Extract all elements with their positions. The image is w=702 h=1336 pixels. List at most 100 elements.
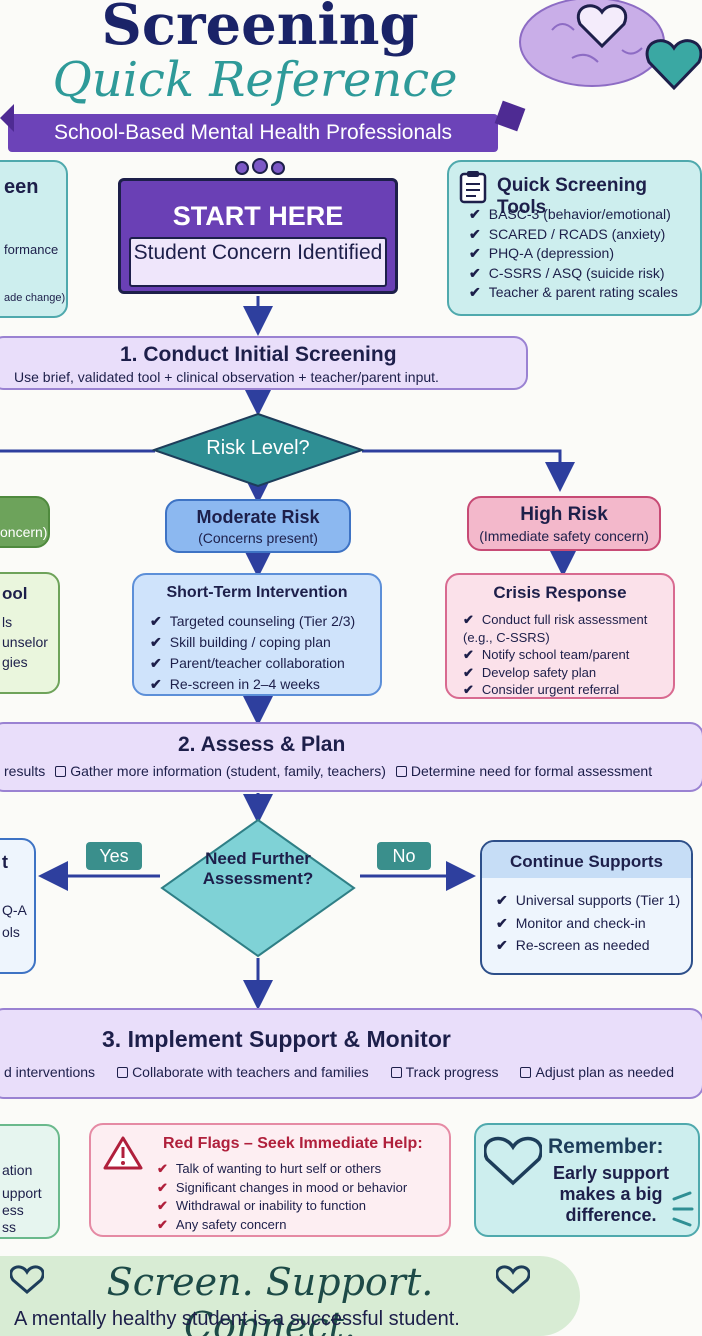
step1-box: 1. Conduct Initial Screening Use brief, … xyxy=(0,336,528,390)
emphasis-marks-icon xyxy=(672,1191,694,1227)
page-subtitle: Quick Reference xyxy=(52,52,458,108)
step2-item: Gather more information (student, family… xyxy=(70,763,386,779)
warning-icon xyxy=(103,1136,143,1170)
ribbon-banner: School-Based Mental Health Professionals xyxy=(8,114,498,152)
tools-item: SCARED / RCADS (anxiety) xyxy=(469,225,678,245)
remember-box: Remember: Early support makes a big diff… xyxy=(474,1123,700,1237)
moderate-risk-title: Moderate Risk xyxy=(196,507,320,527)
heart-icon xyxy=(484,1136,542,1186)
step2-item: Determine need for formal assessment xyxy=(410,763,653,779)
step3-items: d interventions Collaborate with teachers… xyxy=(4,1064,674,1080)
short-term-intervention-box: Short-Term Intervention Targeted counsel… xyxy=(132,573,382,696)
step2-item: results xyxy=(4,763,46,779)
footer-band xyxy=(0,1256,580,1336)
start-here-label: START HERE xyxy=(172,201,344,231)
school-supports-list: ls unselor gies xyxy=(2,612,48,672)
footer-tagline: A mentally healthy student is a successf… xyxy=(14,1308,460,1330)
tools-item: BASC-3 (behavior/emotional) xyxy=(469,205,678,225)
step3-box: 3. Implement Support & Monitor d interve… xyxy=(0,1008,702,1099)
arrow-risk-to-high xyxy=(362,449,575,492)
continue-supports-item: Universal supports (Tier 1) xyxy=(496,889,680,912)
short-term-item: Parent/teacher collaboration xyxy=(150,653,355,674)
wellness-line: ss xyxy=(2,1219,16,1235)
footer-slogan: Screen. Support. Connect. xyxy=(106,1260,434,1336)
continue-supports-title: Continue Supports xyxy=(510,852,663,871)
step3-item: Track progress xyxy=(405,1064,499,1080)
footer-heart-left-icon xyxy=(10,1265,44,1294)
start-here-sub: Student Concern Identified xyxy=(129,237,387,287)
tools-item: PHQ-A (depression) xyxy=(469,244,678,264)
formal-assessment-box: t Q-A ols xyxy=(0,838,36,974)
wellness-lines: ation upport ess ss xyxy=(2,1162,42,1236)
crisis-item: Consider urgent referral xyxy=(463,681,673,699)
further-assessment-diamond xyxy=(160,818,356,958)
tools-item: Teacher & parent rating scales xyxy=(469,283,678,303)
red-flags-list: Talk of wanting to hurt self or others S… xyxy=(157,1160,407,1234)
school-supports-item: unselor xyxy=(2,634,48,650)
red-flags-item: Withdrawal or inability to function xyxy=(157,1197,407,1216)
formal-assessment-title: t xyxy=(2,852,8,872)
moderate-risk-box: Moderate Risk (Concerns present) xyxy=(165,499,351,553)
screening-info-line1: formance xyxy=(4,242,59,257)
checkbox-icon xyxy=(395,766,407,777)
wellness-line: ess xyxy=(2,1202,24,1218)
red-flags-item: Any safety concern xyxy=(157,1216,407,1235)
school-supports-box: ool ls unselor gies xyxy=(0,572,60,694)
continue-supports-list: Universal supports (Tier 1) Monitor and … xyxy=(496,889,680,957)
step3-item: d interventions xyxy=(4,1064,96,1080)
screening-info-panel: een formance ade change) xyxy=(0,160,68,318)
red-flags-item: Talk of wanting to hurt self or others xyxy=(157,1160,407,1179)
high-risk-sub: (Immediate safety concern) xyxy=(479,528,649,544)
tools-list: BASC-3 (behavior/emotional) SCARED / RCA… xyxy=(469,205,678,303)
step3-item: Collaborate with teachers and families xyxy=(132,1064,369,1080)
wellness-line: upport xyxy=(2,1185,42,1201)
screening-info-heading: een xyxy=(4,176,39,198)
wellness-line: ation xyxy=(2,1162,33,1178)
step1-desc: Use brief, validated tool + clinical obs… xyxy=(14,369,439,385)
step2-title: 2. Assess & Plan xyxy=(178,733,346,756)
crisis-list: Conduct full risk assessment (e.g., C-SS… xyxy=(463,611,673,699)
screening-info-line2: ade change) xyxy=(4,292,66,304)
short-term-title: Short-Term Intervention xyxy=(166,584,348,601)
school-supports-title: ool xyxy=(2,584,28,603)
moderate-risk-sub: (Concerns present) xyxy=(198,530,318,546)
tools-item: C-SSRS / ASQ (suicide risk) xyxy=(469,264,678,284)
school-supports-item: gies xyxy=(2,654,28,670)
screening-tools-panel: Quick Screening Tools BASC-3 (behavior/e… xyxy=(447,160,702,316)
checkbox-icon xyxy=(390,1067,402,1078)
red-flags-box: Red Flags – Seek Immediate Help: Talk of… xyxy=(89,1123,451,1237)
school-supports-item: ls xyxy=(2,614,13,630)
wellness-box: ation upport ess ss xyxy=(0,1124,60,1239)
short-term-list: Targeted counseling (Tier 2/3) Skill bui… xyxy=(150,611,355,695)
further-assessment-label: Need Further Assessment? xyxy=(202,849,314,888)
remember-title: Remember: xyxy=(548,1135,664,1158)
yes-label: Yes xyxy=(86,842,142,870)
continue-supports-item: Monitor and check-in xyxy=(496,912,680,935)
risk-level-diamond xyxy=(152,412,364,488)
brain-heart-icon xyxy=(519,0,702,91)
page-title: Screening xyxy=(101,0,419,58)
step3-title: 3. Implement Support & Monitor xyxy=(102,1026,451,1052)
crisis-title: Crisis Response xyxy=(493,583,627,602)
continue-supports-box: Continue Supports Universal supports (Ti… xyxy=(480,840,693,975)
short-term-item: Targeted counseling (Tier 2/3) xyxy=(150,611,355,632)
high-risk-title: High Risk xyxy=(520,504,608,525)
step2-items: results Gather more information (student,… xyxy=(4,763,652,779)
continue-supports-item: Re-screen as needed xyxy=(496,934,680,957)
formal-assessment-line1: Q-A xyxy=(2,902,27,918)
start-here-box: START HERE Student Concern Identified xyxy=(118,178,398,294)
remember-text: Early support makes a big difference. xyxy=(552,1163,670,1225)
step3-item: Adjust plan as needed xyxy=(535,1064,675,1080)
ribbon-text: School-Based Mental Health Professionals xyxy=(53,121,453,144)
step2-box: 2. Assess & Plan results Gather more info… xyxy=(0,722,702,792)
crisis-item: Conduct full risk assessment (e.g., C-SS… xyxy=(463,611,673,646)
crisis-item: Notify school team/parent xyxy=(463,646,673,664)
checkbox-icon xyxy=(117,1067,129,1078)
clipboard-icon xyxy=(459,171,487,204)
crisis-response-box: Crisis Response Conduct full risk assess… xyxy=(445,573,675,699)
checkbox-icon xyxy=(520,1067,532,1078)
short-term-item: Re-screen in 2–4 weeks xyxy=(150,674,355,695)
step1-title: 1. Conduct Initial Screening xyxy=(120,343,397,366)
low-risk-label: oncern) xyxy=(0,524,48,540)
risk-level-label: Risk Level? xyxy=(206,437,310,459)
